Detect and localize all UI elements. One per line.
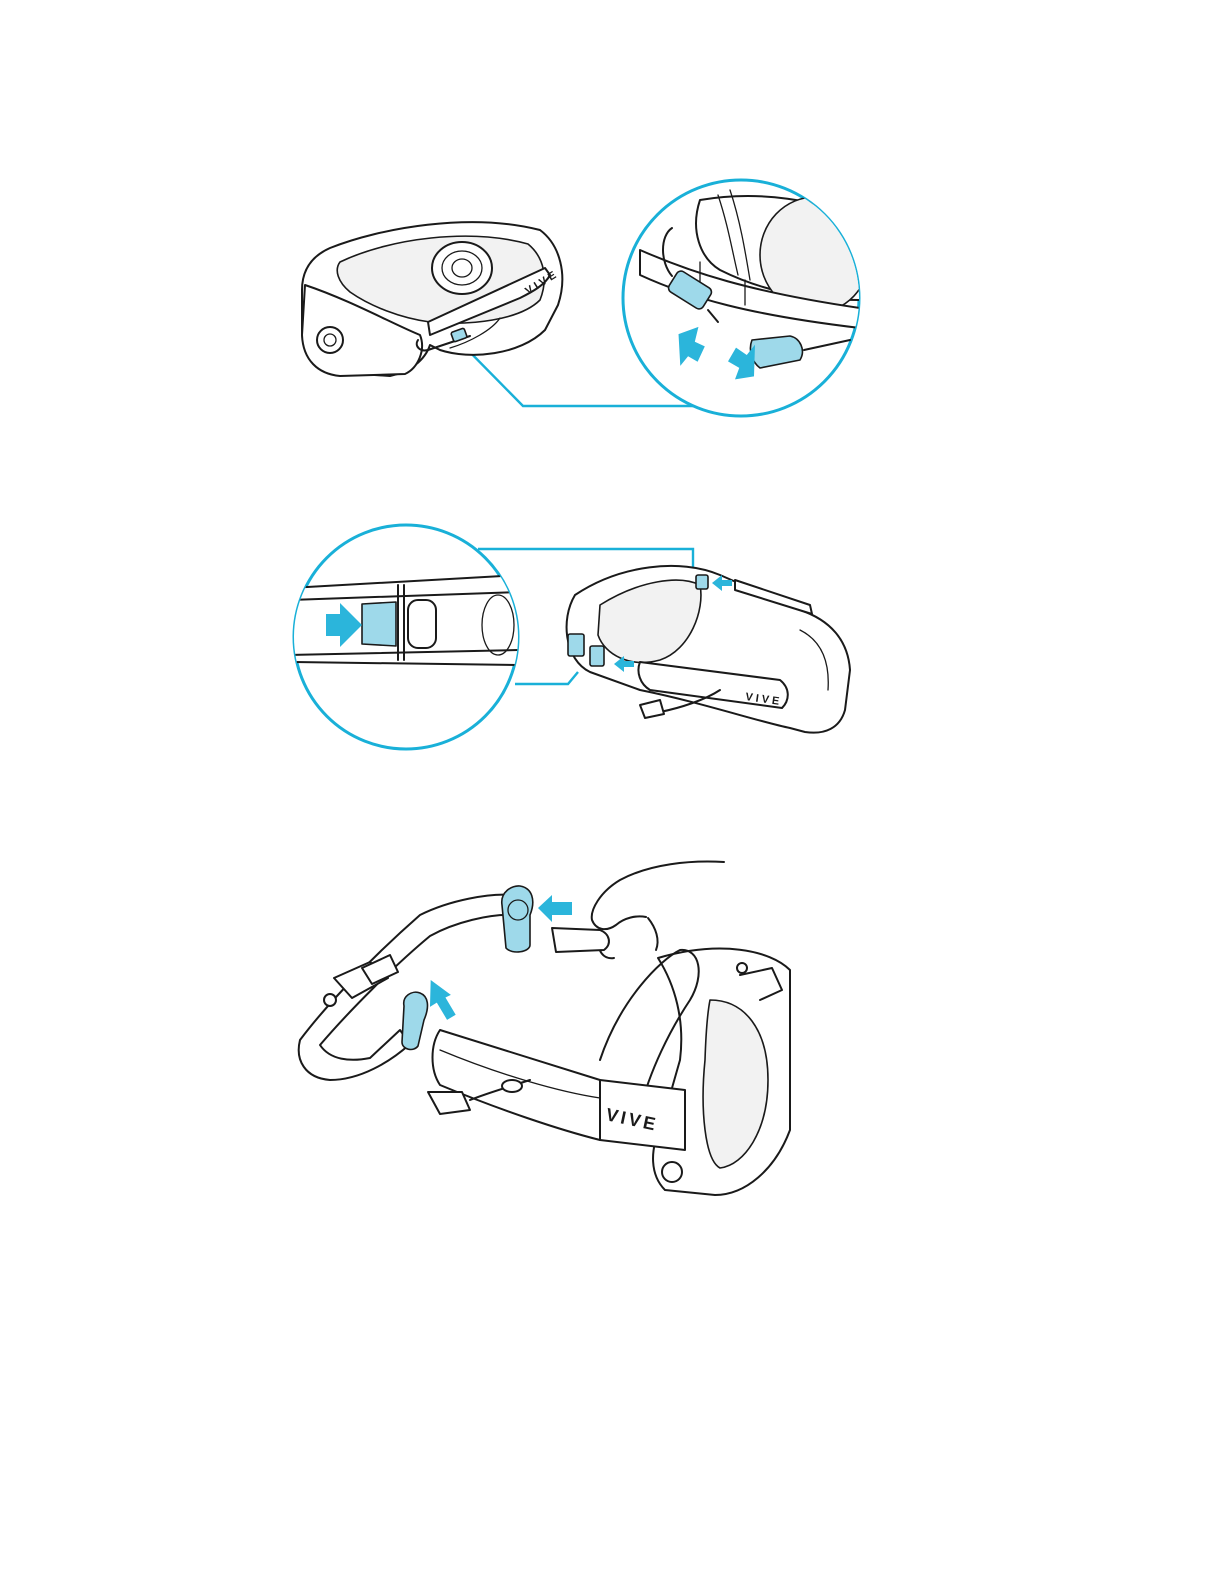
figure-3-attach-rear-strap: VIVE	[0, 855, 1224, 1200]
figure-2-attach-strap: VIVE	[0, 520, 1224, 755]
strap-clip	[502, 886, 533, 952]
headset-illustration: VIVE	[567, 566, 850, 733]
strap-clip	[402, 992, 427, 1049]
figure-1-remove-cable: VIVE	[0, 170, 1224, 430]
callout-detail-2	[290, 575, 520, 665]
arrow-icon	[538, 895, 572, 922]
hand-illustration	[552, 862, 724, 959]
headset-illustration: VIVE	[302, 222, 562, 376]
figure-2-svg: VIVE	[0, 520, 1224, 755]
figure-1-svg: VIVE	[0, 170, 1224, 430]
callout-leader-line	[515, 672, 578, 684]
figure-3-svg: VIVE	[0, 855, 1224, 1200]
headset-illustration: VIVE	[428, 949, 790, 1195]
